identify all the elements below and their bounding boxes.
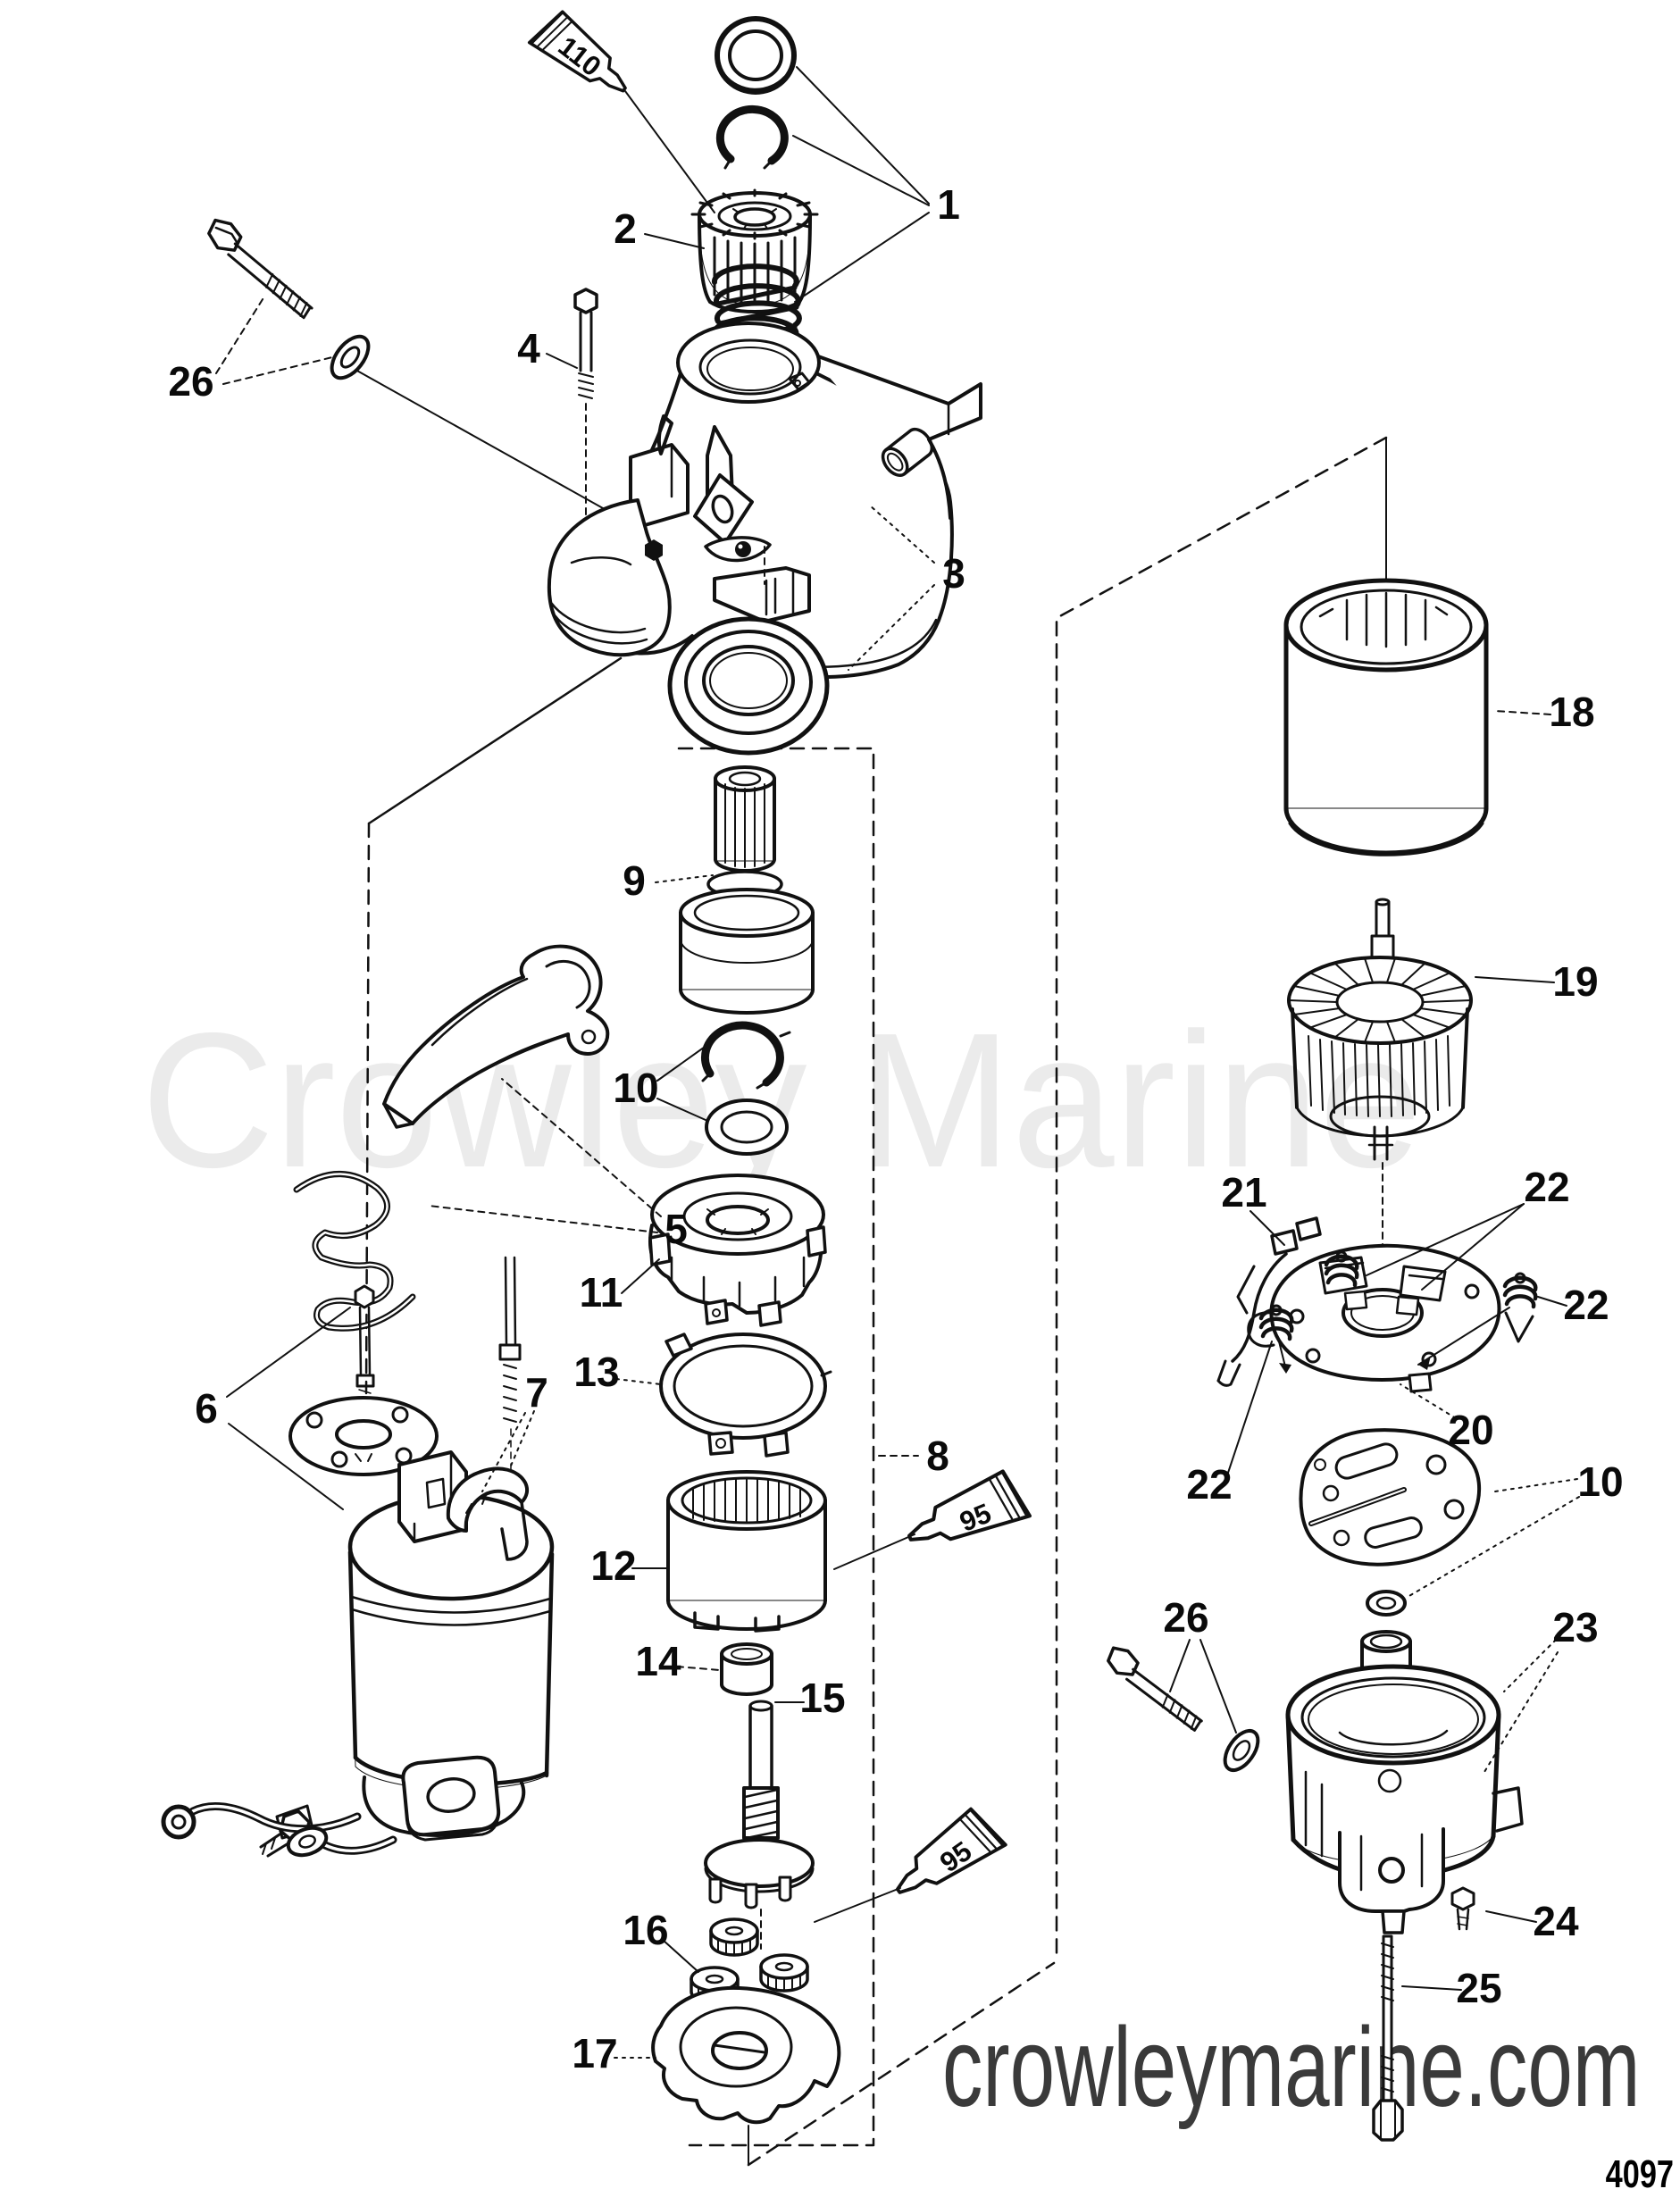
callout-26-right: 26	[1163, 1594, 1208, 1641]
motor-mount-flange	[288, 1396, 439, 1476]
clutch-cam-11	[648, 1174, 827, 1327]
callout-22-right: 22	[1563, 1282, 1609, 1328]
e-clip-10	[700, 1021, 791, 1090]
callout-18: 18	[1549, 689, 1594, 735]
end-cap-washer-26	[1223, 1729, 1260, 1772]
watermark-site-url: crowleymarine.com	[942, 2004, 1641, 2130]
right-group-boundary	[1055, 436, 1388, 1963]
callout-25: 25	[1456, 1965, 1501, 2011]
housing-sleeve-spacer	[881, 427, 934, 477]
callout-7: 7	[525, 1369, 548, 1416]
callout-6: 6	[195, 1385, 218, 1432]
callout-8: 8	[926, 1433, 949, 1479]
fork-spring-clip	[293, 1171, 416, 1332]
callout-13: 13	[573, 1349, 619, 1395]
callout-19: 19	[1552, 958, 1598, 1005]
callout-leaders	[215, 66, 1580, 2059]
callout-20: 20	[1448, 1407, 1493, 1453]
callout-21: 21	[1221, 1169, 1266, 1216]
callout-17: 17	[572, 2030, 617, 2076]
bushing-14	[720, 1642, 773, 1696]
callout-5: 5	[664, 1206, 688, 1252]
tube110-leader	[624, 90, 715, 213]
callout-26-left: 26	[168, 358, 213, 405]
callout-11: 11	[580, 1269, 623, 1316]
armature-19	[1287, 898, 1473, 1161]
motor-cables	[161, 1802, 397, 1858]
through-stud-25	[1372, 1934, 1404, 2142]
internal-gear-plate-17	[651, 1985, 841, 2125]
field-frame-18	[1283, 578, 1489, 856]
drive-end-housing	[547, 322, 982, 680]
tube95a-leader	[833, 1533, 915, 1570]
callout-10: 10	[613, 1065, 658, 1111]
callout-12: 12	[590, 1542, 636, 1589]
drive-assembly-9	[679, 765, 815, 1015]
tube95b-leader	[814, 1887, 901, 1923]
callout-16: 16	[623, 1907, 668, 1953]
drive-end-bearing	[667, 616, 830, 756]
brush-bumper-7	[446, 1466, 530, 1561]
callout-24: 24	[1533, 1898, 1579, 1944]
callout-10-right: 10	[1577, 1458, 1623, 1505]
callout-2: 2	[614, 205, 637, 252]
brush-springs-22	[1261, 1252, 1535, 1374]
mount-bolt-26	[207, 218, 313, 320]
pinion-snap-ring	[715, 104, 789, 170]
thrust-plate-10	[1299, 1428, 1482, 1567]
retainer-ring-13	[659, 1333, 832, 1458]
end-cap-bolt-26	[1107, 1646, 1203, 1732]
brush-lead-harness-21	[1216, 1216, 1322, 1387]
callout-3: 3	[942, 550, 965, 597]
pinion-retainer-ring	[715, 16, 797, 95]
callout-1: 1	[937, 181, 960, 228]
callout-9: 9	[623, 857, 646, 904]
callout-14: 14	[635, 1638, 681, 1684]
starter-motor-6	[161, 1450, 555, 1858]
rubber-cap	[401, 1755, 501, 1842]
thrust-washer-10	[705, 1099, 789, 1156]
callout-22-top: 22	[1524, 1164, 1569, 1210]
page-code: 4097	[1605, 2152, 1674, 2189]
shift-fork-5	[382, 944, 610, 1129]
washer-26	[330, 334, 371, 380]
mount-bolt-4	[573, 288, 598, 399]
callout-22-left: 22	[1186, 1461, 1232, 1508]
ground-screw-24	[1450, 1886, 1475, 1931]
callout-23: 23	[1552, 1604, 1598, 1650]
pinion-shaft-15	[704, 1700, 815, 1950]
motor-through-bolt-right	[498, 1256, 522, 1487]
callout-4: 4	[517, 325, 540, 372]
roller-drum-12	[666, 1470, 827, 1633]
commutator-end-cap-23	[1285, 1664, 1524, 1934]
callout-15: 15	[799, 1675, 845, 1721]
